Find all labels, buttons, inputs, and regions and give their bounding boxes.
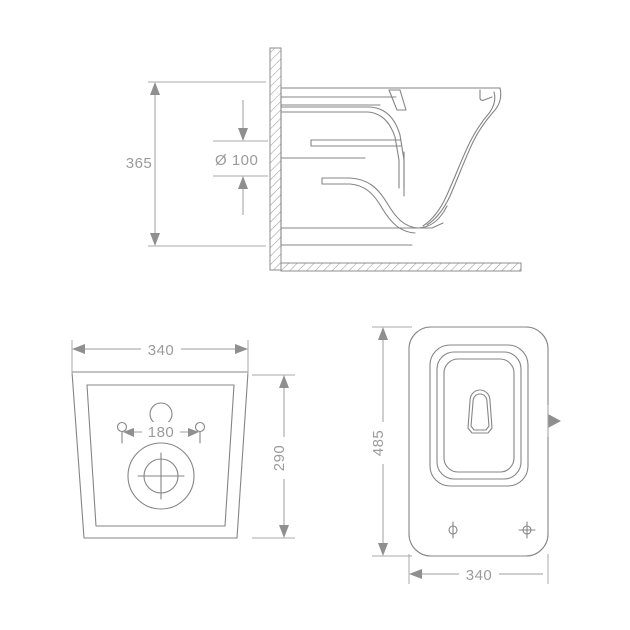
rear-inner-outline <box>86 384 235 527</box>
bowl-lip-notch <box>479 89 493 101</box>
view-side-elevation-section <box>269 47 522 272</box>
arrow-365-up <box>150 82 160 95</box>
arrow-180-left <box>123 428 134 437</box>
label-mask-340rear <box>141 339 181 359</box>
dimension-label-290: 290 <box>271 445 288 472</box>
top-drain-outer <box>467 389 493 434</box>
dimension-label-485: 485 <box>370 430 387 457</box>
rear-bolt-right-head <box>194 421 206 433</box>
arrow-dia100-up <box>238 176 248 189</box>
dimension-height-365: 365 <box>126 81 266 247</box>
dimension-rear-width-340: 340 <box>71 339 249 374</box>
top-rim-outline <box>429 344 529 487</box>
rear-outlet-outer-circle <box>127 442 195 510</box>
floor-hatch <box>280 262 522 272</box>
rear-bolt-left-head <box>116 421 128 433</box>
dimension-label-dia100: Ø 100 <box>215 152 258 169</box>
top-drain-inner <box>470 393 490 431</box>
dimension-top-width-340: 340 <box>408 554 549 584</box>
top-right-direction-arrow <box>548 414 561 428</box>
arrow-dia100-down <box>238 128 248 141</box>
label-mask-180 <box>142 422 180 441</box>
dimension-label-180: 180 <box>148 424 175 441</box>
dimension-label-340-rear: 340 <box>148 342 175 359</box>
arrow-340rear-right <box>235 344 248 354</box>
bowl-front-inner-curve <box>422 91 496 227</box>
arrow-290-up <box>279 375 289 388</box>
inner-bowl-wall-outer <box>280 106 405 189</box>
inner-bowl-wall-inner <box>280 111 400 189</box>
arrow-365-down <box>150 233 160 246</box>
label-mask-485 <box>373 422 393 464</box>
top-bowl-opening <box>443 358 515 473</box>
view-top-plan <box>408 326 561 557</box>
rear-outer-outline <box>71 371 249 539</box>
top-fixing-symbol-left <box>448 521 458 539</box>
wall-hatch <box>269 47 282 271</box>
trap-curve-inner <box>321 183 416 234</box>
top-fixing-symbol-right <box>518 521 536 539</box>
dimension-top-length-485: 485 <box>370 326 412 557</box>
dimension-label-340-top: 340 <box>466 567 493 584</box>
dimension-outlet-diameter-100: Ø 100 <box>213 100 268 215</box>
arrow-340rear-left <box>72 344 85 354</box>
dimension-label-365: 365 <box>126 155 153 172</box>
arrow-290-down <box>279 525 289 538</box>
view-rear <box>71 371 249 539</box>
label-mask-290 <box>274 437 294 479</box>
bowl-front-outer-curve <box>426 87 502 226</box>
arrow-485-up <box>378 327 388 340</box>
label-mask-340top <box>459 564 499 584</box>
arrow-180-right <box>188 428 199 437</box>
rear-vent-circle <box>149 402 173 426</box>
top-inner-rim-outline <box>436 351 522 480</box>
arrow-340top-left <box>409 569 422 579</box>
rim-angled-tab <box>388 89 407 111</box>
dimension-bolt-spacing-180: 180 <box>123 422 199 441</box>
trap-curve-outer <box>321 177 419 229</box>
arrow-485-down <box>378 543 388 556</box>
trap-rise-outer <box>417 205 448 229</box>
dimension-rear-height-290: 290 <box>252 374 295 539</box>
inner-shelf-upper-return <box>310 139 402 147</box>
top-outer-outline <box>408 326 549 557</box>
